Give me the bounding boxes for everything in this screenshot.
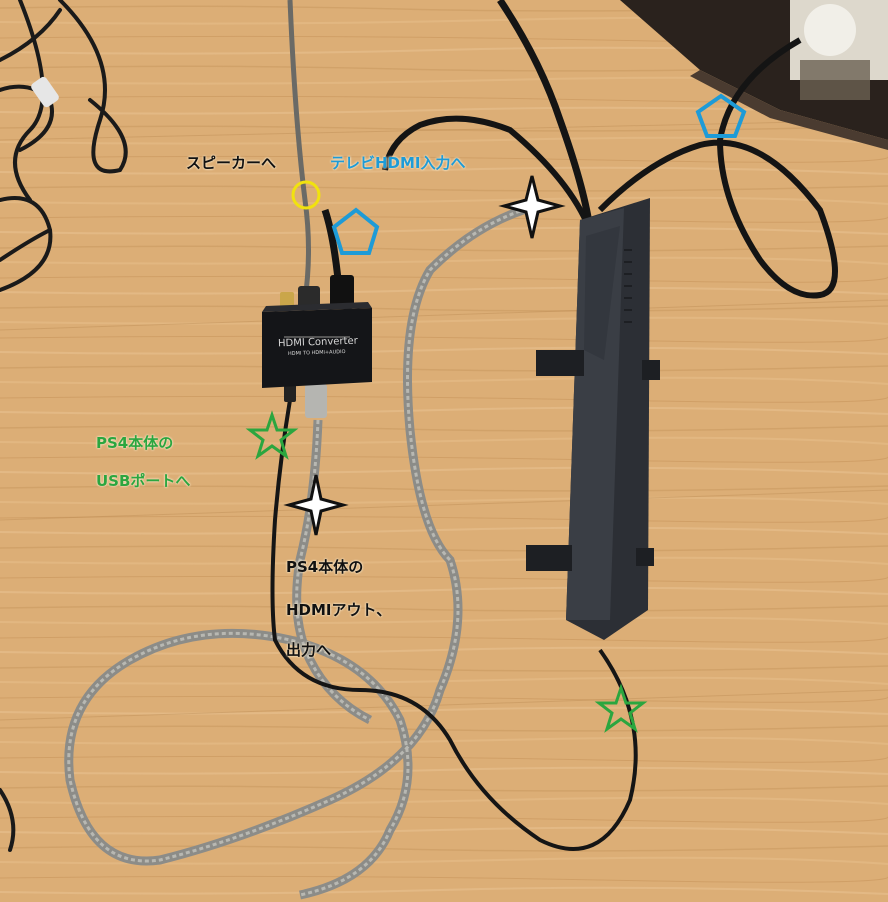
ps4-hdmi-label-line2: HDMIアウト、 <box>286 601 392 619</box>
blue-pentagon-marker <box>331 207 380 255</box>
black-star-marker <box>498 175 566 239</box>
ps4-console <box>526 198 660 640</box>
green-star-marker <box>594 683 648 733</box>
hdmi-converter-box <box>262 302 372 388</box>
ps4-usb-label-line1: PS4本体の <box>96 434 174 452</box>
black-star-marker <box>283 474 349 536</box>
speaker-label: スピーカーへ <box>186 154 277 172</box>
ps4-hdmi-label-line1: PS4本体の <box>286 558 364 576</box>
tv-hdmi-input-label: テレビHDMI入力へ <box>330 154 466 172</box>
green-star-marker <box>245 410 299 460</box>
ps4-hdmi-label-line3: 出力へ <box>286 641 332 659</box>
blue-pentagon-marker <box>695 93 747 138</box>
yellow-circle-marker <box>291 180 321 210</box>
ps4-usb-label-line2: USBポートへ <box>96 472 191 490</box>
